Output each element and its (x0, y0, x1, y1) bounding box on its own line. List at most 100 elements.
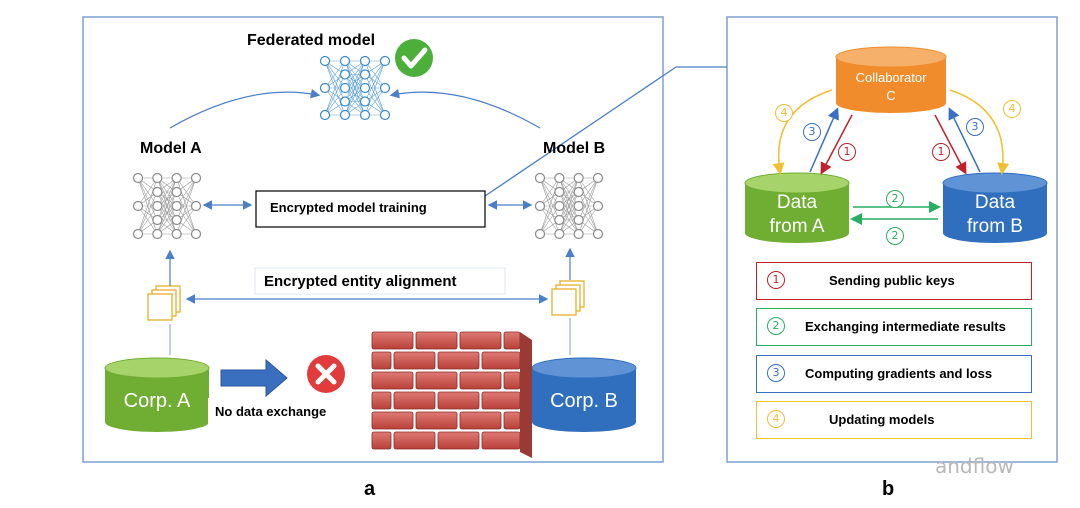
wall-brick (415, 331, 458, 350)
wall-brick (371, 331, 414, 350)
federated-model-label: Federated model (244, 31, 379, 51)
step2-marker-bottom: 2 (886, 227, 904, 245)
network-node (171, 200, 182, 212)
encrypted-training-label: Encrypted model training (270, 200, 427, 215)
network-edge (324, 74, 346, 116)
network-node (379, 109, 391, 121)
network-node (379, 55, 391, 67)
network-edge (137, 191, 158, 235)
network-edge (559, 177, 579, 235)
network-edge (364, 60, 386, 102)
network-node (534, 172, 546, 184)
no-exchange-label-box (208, 398, 368, 426)
legend-row-step1: 1 Sending public keys (756, 262, 1032, 300)
collaborator-label-line1: Collaborator (855, 70, 927, 85)
legend-row-step4: 4 Updating models (756, 401, 1032, 439)
legend-step2-number: 2 (767, 317, 785, 335)
watermark: andflow (935, 454, 1014, 478)
wall-brick (459, 371, 502, 390)
legend-step1-text: Sending public keys (829, 273, 955, 288)
network-node (152, 228, 163, 240)
network-edge (344, 87, 366, 116)
step4-marker-right: 4 (1003, 100, 1021, 118)
model-a-network-icon (132, 172, 202, 240)
network-node (171, 172, 182, 184)
network-edge (559, 205, 579, 235)
wall-brick (437, 391, 480, 410)
network-edge (559, 177, 579, 221)
step1-marker-right: 1 (932, 143, 950, 161)
wall-brick (371, 411, 414, 430)
step3-marker-left: 3 (803, 123, 821, 141)
network-node (339, 69, 351, 80)
legend-step4-text: Updating models (829, 412, 935, 427)
step4-marker-left: 4 (775, 104, 793, 122)
network-node (379, 82, 391, 94)
wall-brick (481, 351, 521, 370)
collaborator-database (835, 46, 947, 113)
wall-brick (393, 351, 436, 370)
data-a-label-line2: from A (769, 216, 825, 237)
legend-step3-text: Computing gradients and loss (805, 366, 993, 381)
network-edge (176, 177, 197, 221)
network-edge (157, 205, 177, 235)
network-edge (176, 177, 197, 207)
network-node (554, 214, 565, 226)
network-node (171, 186, 182, 198)
step3-marker-right: 3 (966, 118, 984, 136)
wall-brick (371, 371, 414, 390)
network-edge (344, 60, 366, 89)
panel-a-frame (82, 16, 664, 463)
legend-step2-text: Exchanging intermediate results (805, 319, 1006, 334)
network-node (592, 200, 604, 212)
arc-model-b-to-federated (389, 88, 541, 129)
network-edge (578, 177, 599, 221)
network-node (573, 214, 584, 226)
network-node (359, 82, 371, 94)
network-node (554, 186, 565, 198)
data-a-label-line1: Data (776, 192, 818, 213)
network-edge (324, 60, 346, 89)
network-node (359, 96, 371, 107)
step4-arrow-right (949, 89, 1010, 175)
network-node (190, 228, 202, 240)
step1-marker-left: 1 (838, 143, 856, 161)
network-edge (539, 191, 560, 235)
wall-brick (503, 331, 521, 350)
network-edge (364, 60, 386, 89)
network-node (152, 214, 163, 226)
encrypted-training-box (255, 190, 486, 228)
document-b-icon (551, 280, 585, 316)
network-node (190, 200, 202, 212)
wall-brick (437, 431, 480, 450)
network-node (171, 228, 182, 240)
network-node (319, 82, 331, 94)
network-edge (539, 205, 560, 235)
network-edge (324, 87, 346, 116)
check-icon (395, 39, 433, 77)
network-edge (157, 177, 177, 221)
network-edge (539, 177, 560, 207)
network-edge (539, 177, 560, 235)
wall-brick (437, 351, 480, 370)
network-node (339, 82, 351, 94)
network-edge (176, 205, 197, 235)
network-node (359, 69, 371, 80)
network-edge (324, 60, 346, 116)
network-edge (559, 191, 579, 235)
network-node (573, 186, 584, 198)
network-node (554, 200, 565, 212)
federated-network-nodes (319, 55, 391, 121)
connector-line (484, 66, 677, 197)
legend-row-step3: 3 Computing gradients and loss (756, 355, 1032, 393)
network-node (132, 228, 144, 240)
network-edge (157, 177, 177, 207)
corp-a-database (104, 357, 210, 432)
legend-row-step2: 2 Exchanging intermediate results (756, 308, 1032, 346)
network-edge (157, 177, 177, 235)
wall-brick (393, 431, 436, 450)
corp-a-label: Corp. A (123, 390, 191, 412)
network-edge (344, 74, 366, 116)
legend-step1-number: 1 (767, 271, 785, 289)
network-node (132, 200, 144, 212)
